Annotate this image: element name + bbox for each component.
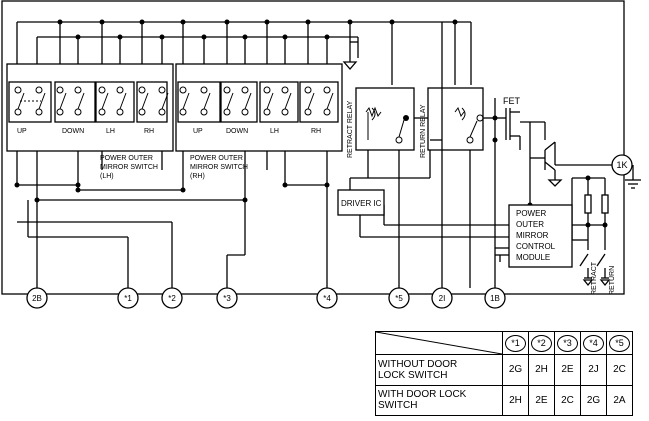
lh-label-up: UP [17,128,27,135]
switch-rh: UP DOWN LH RH POWER OUTER MIRROR SWITCH … [175,63,343,180]
table-header-row: *1 *2 *3 *4 *5 [375,331,633,355]
table-header-cell: *4 [580,331,607,355]
terminal-label: *1 [124,294,132,303]
rh-label-lh: LH [270,128,279,135]
table-cell: 2A [606,384,633,416]
table-header-cell: *1 [502,331,529,355]
table-cell: 2G [502,354,529,386]
terminal-label: *5 [395,294,403,303]
driver-ic-box [337,189,385,216]
table-cell: 2C [606,354,633,386]
table-cell: 2E [554,354,581,386]
table-cell: 2E [528,384,555,416]
fet-label: FET [503,96,521,106]
retract-switch-label: RETRACT [591,261,598,295]
table-header-cell: *3 [554,331,581,355]
module-box [508,204,573,268]
lh-label-lh: LH [106,128,115,135]
terminal-label: *4 [323,294,331,303]
diagonal-line [376,332,502,354]
retract-relay-label: RETRACT RELAY [347,100,354,158]
lh-label-rh: RH [144,128,154,135]
terminal-1k-label: 1K [616,160,627,170]
terminal-label: 2I [439,294,446,303]
table-header-cell: *5 [606,331,633,355]
table-cell: 2J [580,354,607,386]
retract-relay: RETRACT RELAY [347,87,415,158]
table-corner-cell [375,331,503,355]
junction-dots [14,19,608,228]
rh-label-up: UP [193,128,203,135]
return-switch-label: RETURN [609,266,616,295]
table-row-label: WITH DOOR LOCK SWITCH [375,384,503,416]
table-row: WITH DOOR LOCK SWITCH 2H 2E 2C 2G 2A [375,384,633,416]
terminal-label: *2 [168,294,176,303]
table-cell: 2C [554,384,581,416]
terminal-label: 2B [32,294,42,303]
return-relay: RETURN RELAY [420,87,484,158]
rh-label-down: DOWN [226,128,248,135]
return-relay-label: RETURN RELAY [420,104,427,158]
table-cell: 2H [502,384,529,416]
terminal-label: *3 [223,294,231,303]
terminal-row: 2B *1 *2 *3 *4 *5 2I 1B [26,287,506,309]
switch-lh: UP DOWN LH RH POWER OUTER MIRROR SWITCH … [6,63,174,180]
terminal-1k [611,154,633,176]
table-row: WITHOUT DOOR LOCK SWITCH 2G 2H 2E 2J 2C [375,354,633,386]
driver-ic-label: DRIVER IC [341,199,382,208]
diagram-frame [1,0,625,295]
terminal-label: 1B [490,294,500,303]
connector-table: *1 *2 *3 *4 *5 WITHOUT DOOR LOCK SWITCH … [375,331,633,416]
table-header-cell: *2 [528,331,555,355]
switch-rh-title: POWER OUTER MIRROR SWITCH (RH) [190,155,250,180]
table-cell: 2H [528,354,555,386]
switch-lh-title: POWER OUTER MIRROR SWITCH (LH) [100,155,160,180]
table-cell: 2G [580,384,607,416]
lh-label-down: DOWN [62,128,84,135]
rh-label-rh: RH [311,128,321,135]
module-label: POWER OUTER MIRROR CONTROL MODULE [516,209,557,262]
table-row-label: WITHOUT DOOR LOCK SWITCH [375,354,503,386]
